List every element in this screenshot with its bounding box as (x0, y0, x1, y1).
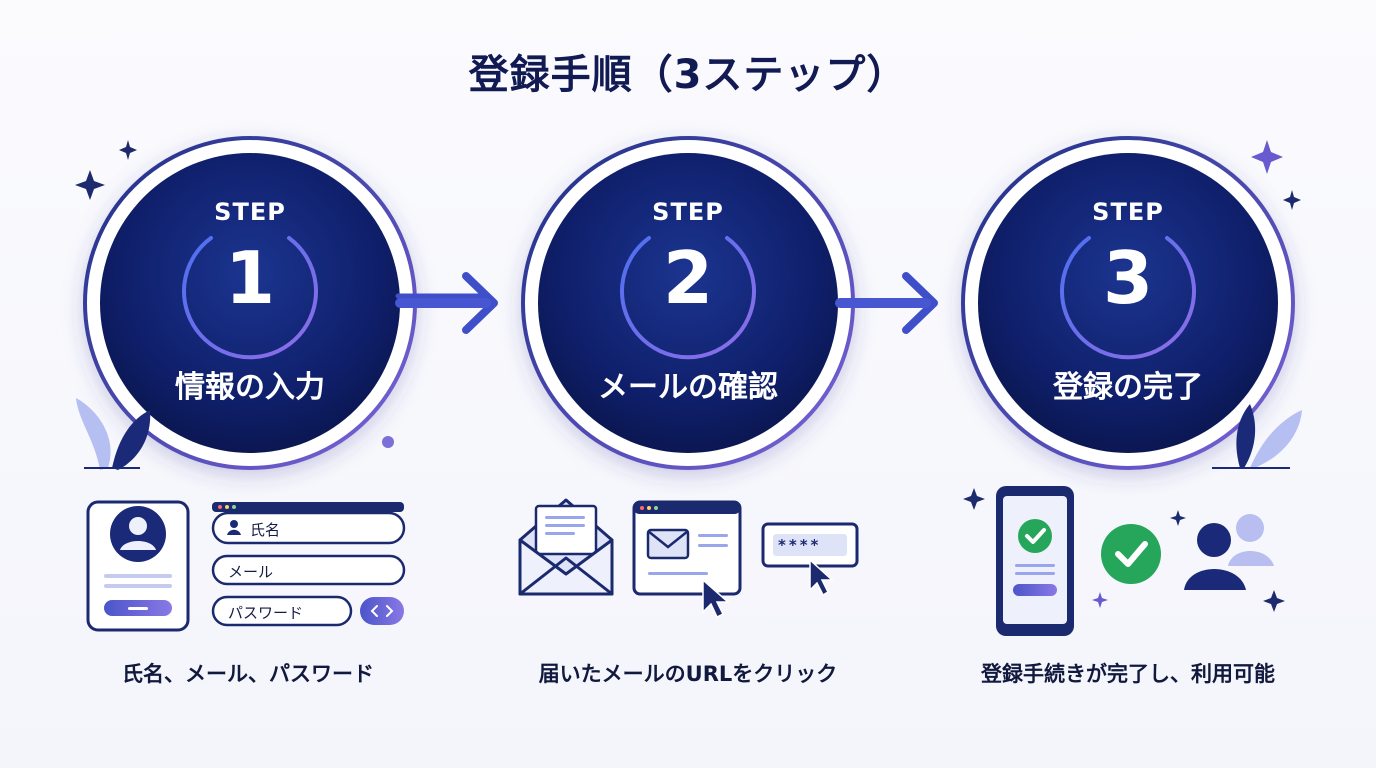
step-2-label: STEP (652, 198, 724, 226)
page-title: 登録手順（3ステップ） (468, 52, 908, 98)
step-3-number: 3 (1102, 236, 1154, 320)
reveal-password-button (360, 597, 404, 625)
step-1-label: STEP (214, 198, 286, 226)
cursor-icon (809, 558, 834, 597)
envelope-icon (518, 498, 614, 596)
sparkle-icon (1251, 140, 1283, 174)
check-icon (1101, 524, 1161, 584)
email-field (211, 554, 406, 586)
leaf-icon (76, 398, 151, 470)
progress-arc-icon (1060, 236, 1196, 360)
check-icon (1018, 519, 1052, 553)
sparkle-icon (75, 170, 105, 200)
step-3-circle (961, 136, 1295, 470)
name-field-label: 氏名 (250, 521, 281, 539)
step-1-caption: 氏名、メール、パスワード (122, 662, 374, 686)
arrow-right-icon (835, 272, 938, 334)
step-1-name: 情報の入力 (175, 370, 325, 405)
step-3-label: STEP (1092, 198, 1164, 226)
users-icon (1184, 514, 1274, 590)
password-field-label: パスワード (228, 604, 304, 622)
sparkle-icon (1283, 190, 1301, 210)
step-2-circle (521, 136, 855, 470)
step-1-circle (83, 136, 417, 470)
sparkle-icon (963, 488, 985, 510)
step-1-number: 1 (224, 236, 276, 320)
step-2-number: 2 (662, 236, 714, 320)
step-3-caption: 登録手続きが完了し、利用可能 (981, 662, 1275, 686)
password-mask-box (761, 522, 859, 568)
email-field-label: メール (228, 563, 274, 581)
phone-icon (996, 486, 1074, 636)
profile-card (86, 500, 190, 632)
step-2-name: メールの確認 (598, 370, 778, 405)
arrow-right-icon (395, 272, 498, 334)
step-2-caption: 届いたメールのURLをクリック (538, 662, 838, 686)
browser-window-icon (632, 500, 742, 596)
progress-arc-icon (182, 236, 318, 360)
cursor-icon (702, 578, 730, 619)
step-3-name: 登録の完了 (1053, 370, 1203, 405)
progress-arc-icon (620, 236, 756, 360)
form-window (211, 502, 406, 627)
code-icon (370, 605, 394, 617)
sparkle-icon (1263, 590, 1285, 612)
sparkle-icon (1170, 510, 1186, 526)
sparkle-icon (1092, 592, 1108, 608)
leaf-icon (1212, 404, 1302, 469)
name-field (211, 511, 406, 545)
user-icon (230, 520, 238, 528)
password-mask-text: **** (778, 536, 822, 554)
password-field (211, 595, 353, 627)
sparkle-icon (119, 140, 137, 160)
decor-dot (382, 436, 394, 448)
